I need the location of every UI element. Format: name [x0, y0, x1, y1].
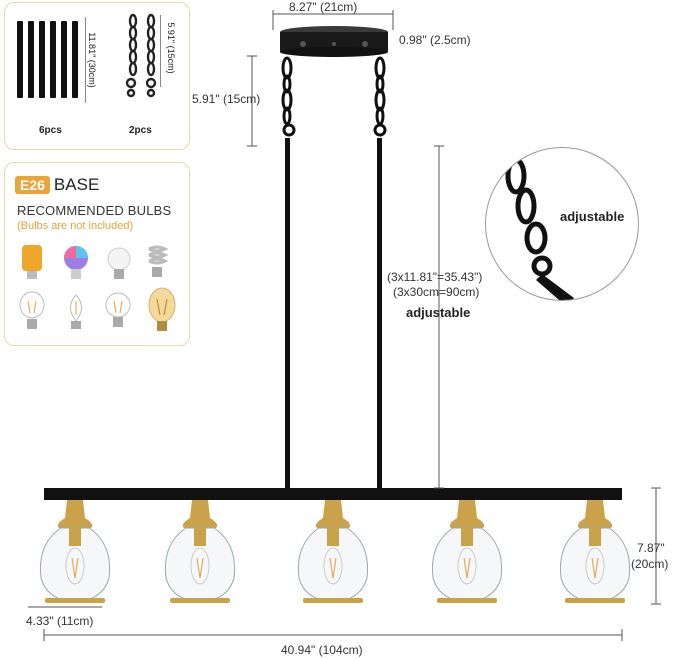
adjustable-detail-callout: adjustable — [485, 147, 639, 301]
chain-hook-detail-icon — [505, 157, 574, 300]
bulb-flame-icon — [22, 245, 42, 279]
accessories-panel: 11.81" (30cm) 6pcs 5.91" (15cm) 2pcs — [4, 2, 190, 150]
shade-height-label-metric: (20cm) — [631, 557, 669, 571]
bulb-candle-icon — [70, 294, 82, 329]
bulb-edison-a19-icon — [105, 292, 131, 327]
pendant-shade — [431, 500, 503, 603]
chain-pieces-icon — [125, 13, 157, 98]
extension-rod — [72, 21, 78, 98]
extension-rod — [61, 21, 67, 98]
chain-drop-label: 5.91" (15cm) — [192, 92, 261, 106]
canopy-width-label: 8.27" (21cm) — [289, 0, 358, 14]
shade-height-label-imperial: 7.87" — [637, 541, 665, 555]
recommended-bulbs-label: RECOMMENDED BULBS — [17, 203, 172, 218]
total-length-label: 40.94" (104cm) — [281, 643, 363, 657]
bulbs-not-included-note: (Bulbs are not included) — [17, 220, 134, 232]
chain-dimension-line — [160, 15, 161, 87]
bulb-cfl-icon — [148, 245, 169, 277]
pendant-shade — [297, 500, 369, 603]
extension-rod — [39, 21, 45, 98]
extension-rod — [28, 21, 34, 98]
chain-count: 2pcs — [129, 125, 152, 136]
bulb-smart-rgb-icon — [64, 246, 88, 279]
rod-total-label-metric: (3x30cm=90cm) — [393, 285, 480, 299]
rod-dimension-line — [85, 17, 86, 103]
pendant-shade — [39, 500, 111, 603]
bulb-edison-st64-icon — [19, 291, 45, 329]
pendant-shade — [559, 500, 631, 603]
canopy-height-label: 0.98" (2.5cm) — [399, 33, 471, 47]
shade-width-label: 4.33" (11cm) — [26, 614, 94, 628]
rod-total-label-imperial: (3x11.81"=35.43") — [387, 270, 483, 284]
extension-rod — [50, 21, 56, 98]
detail-adjustable-label: adjustable — [560, 209, 625, 224]
rod-count: 6pcs — [39, 125, 62, 136]
bulb-edison-amber-icon — [148, 287, 176, 331]
adjustable-label: adjustable — [406, 305, 471, 320]
extension-rod — [17, 21, 23, 98]
base-badge: E26 — [15, 176, 50, 194]
bulb-a19-icon — [107, 247, 131, 279]
base-text: BASE — [53, 175, 100, 194]
pendant-shade — [164, 500, 236, 603]
